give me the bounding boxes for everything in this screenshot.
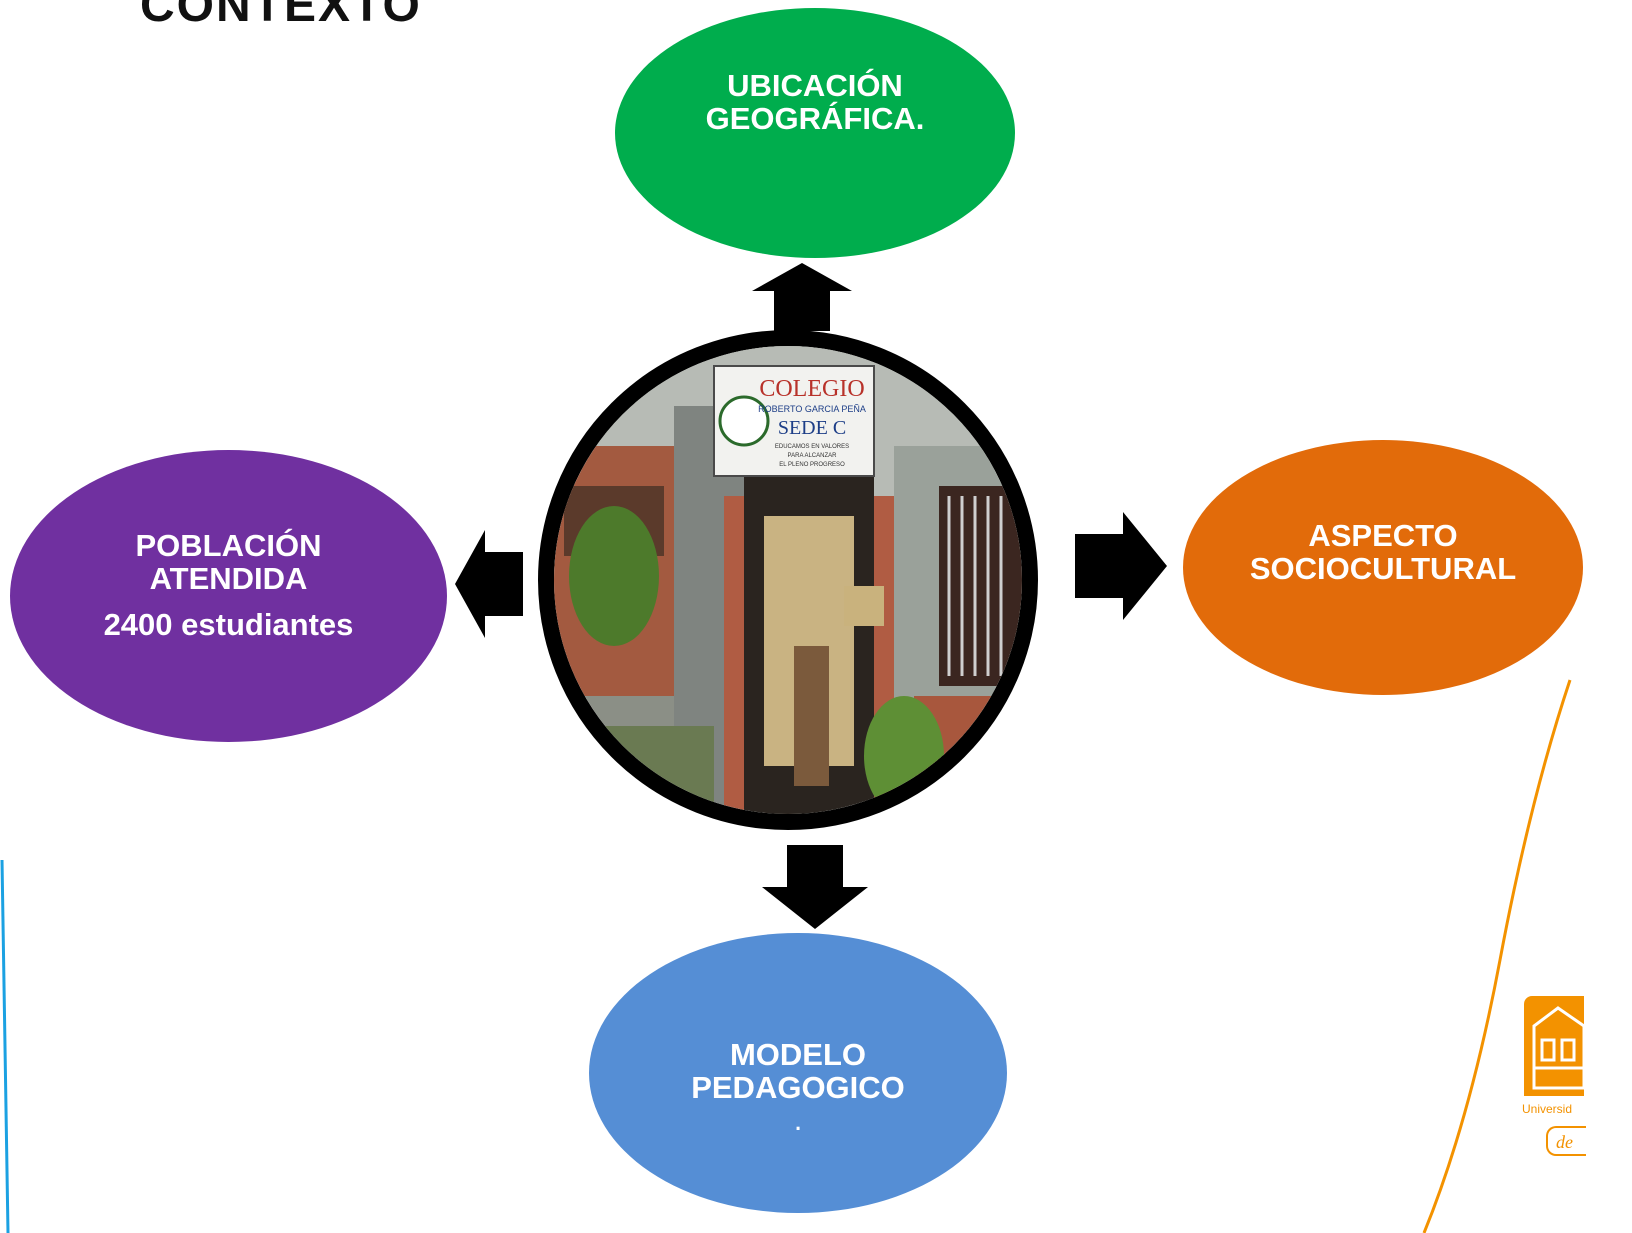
node-aspecto-line2: SOCIOCULTURAL [1249,550,1517,586]
arrow-up-icon [752,263,852,331]
node-ubicacion-line2: GEOGRÁFICA. [705,101,925,136]
left-decorative-line [0,860,10,1233]
node-modelo-suffix: . [793,1102,803,1138]
node-poblacion-line2: ATENDIDA [149,560,308,596]
sign-school: COLEGIO [759,376,864,402]
arrow-left-icon [455,530,523,638]
node-aspecto-sociocultural: ASPECTO SOCIOCULTURAL [1183,440,1583,695]
node-modelo-line2: PEDAGOGICO. [691,1069,905,1138]
university-logo [1524,996,1586,1096]
node-poblacion-line1: POBLACIÓN [135,528,322,564]
university-logo-text: Universid [1522,1102,1573,1116]
building-icon [1532,1006,1586,1090]
node-poblacion-count: 2400 estudiantes [103,607,354,643]
node-ubicacion-geografica: UBICACIÓN GEOGRÁFICA. [615,8,1015,258]
node-poblacion-atendida: POBLACIÓN ATENDIDA 2400 estudiantes [10,450,447,742]
sign-motto-1: EDUCAMOS EN VALORES [775,444,849,450]
page-title: CONTEXTO [140,0,422,32]
sign-name: ROBERTO GARCIA PEÑA [758,404,866,414]
node-modelo-line2-text: PEDAGOGICO [691,1069,905,1105]
sign-motto-2: PARA ALCANZAR [788,453,838,459]
node-modelo-pedagogico: MODELO PEDAGOGICO. [589,933,1007,1213]
node-ubicacion-line1: UBICACIÓN [727,68,903,104]
right-decorative-line [1422,679,1572,1233]
school-photo-illustration: COLEGIO ROBERTO GARCIA PEÑA SEDE C EDUCA… [554,346,1022,814]
node-aspecto-line1: ASPECTO [1308,517,1458,553]
sign-motto-3: EL PLENO PROGRESO [779,462,845,468]
arrow-right-icon [1075,512,1167,620]
sign-sede: SEDE C [778,417,846,439]
arrow-down-icon [762,845,868,929]
school-entrance-photo: COLEGIO ROBERTO GARCIA PEÑA SEDE C EDUCA… [538,330,1038,830]
university-logo-badge: de [1546,1126,1586,1156]
node-modelo-line1: MODELO [729,1037,867,1073]
